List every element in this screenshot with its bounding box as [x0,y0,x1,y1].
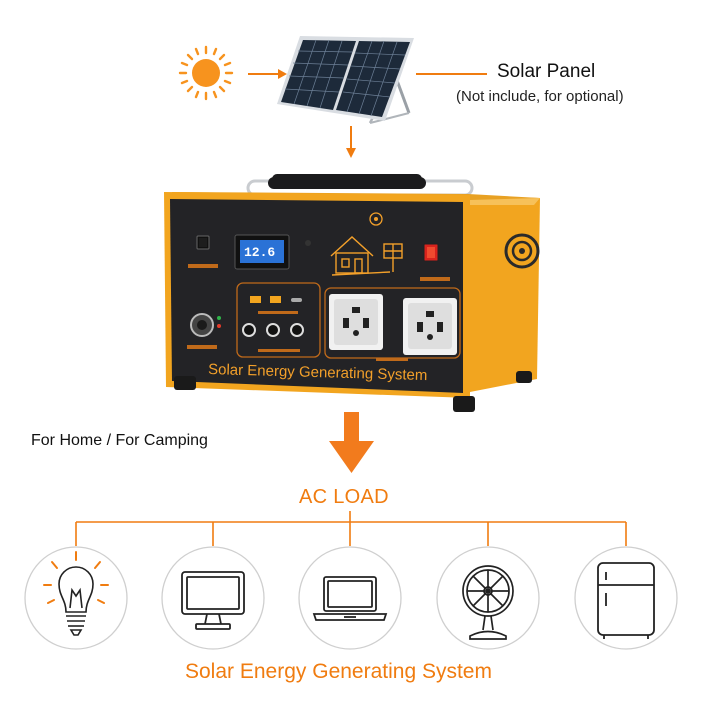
light-bulb-icon [58,566,94,636]
fan-icon [462,565,514,640]
load-monitor [161,546,265,650]
device-brand-text: Solar Energy Generating System [208,361,428,384]
arrow-panel-to-device [346,126,356,158]
big-down-arrow [329,412,374,473]
load-connector-tree [75,511,627,546]
load-fan [436,546,540,650]
laptop-icon [312,576,388,621]
monitor-icon [181,571,245,630]
sun-icon [178,45,234,101]
ac-load-label: AC LOAD [299,486,389,508]
refrigerator-icon [597,562,655,639]
solar-panel-image [277,36,414,124]
arrow-sun-to-panel [248,69,287,79]
load-light-bulb [24,546,128,650]
load-refrigerator [574,546,678,650]
load-laptop [298,546,402,650]
solar-panel-subtitle: (Not include, for optional) [456,88,624,105]
power-station-image: 12.6 [164,174,540,412]
usage-text: For Home / For Camping [31,432,208,449]
solar-panel-title: Solar Panel [497,61,596,82]
lcd-reading: 12.6 [244,245,275,260]
footer-title: Solar Energy Generating System [185,660,492,683]
